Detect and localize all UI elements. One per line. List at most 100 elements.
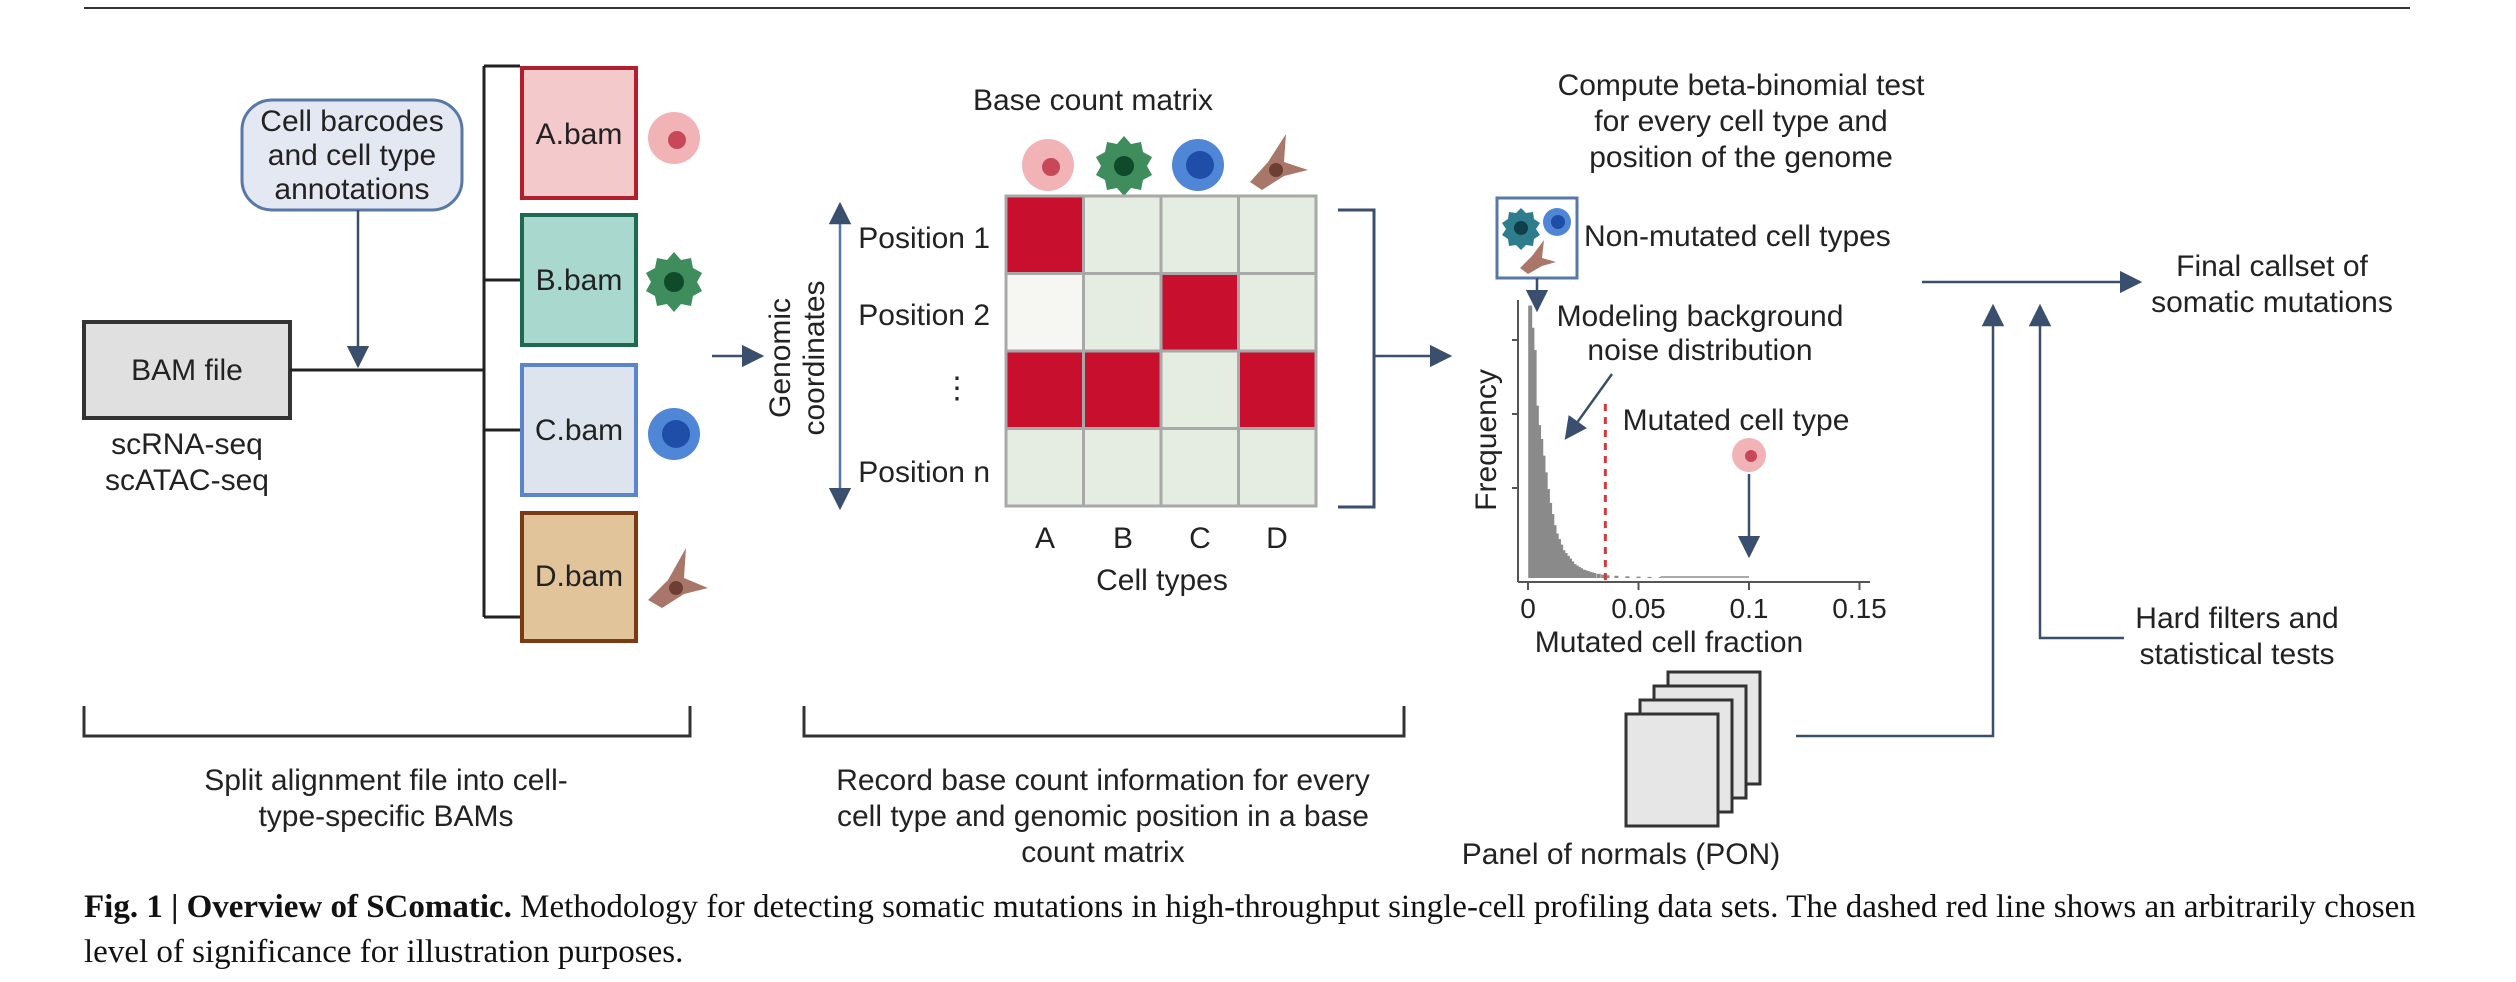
histogram-bar	[1570, 561, 1575, 578]
test-title-line3: position of the genome	[1589, 141, 1893, 174]
histogram-bar	[1579, 568, 1584, 578]
matrix-cell	[1082, 427, 1163, 508]
matrix-cell	[1159, 427, 1240, 508]
step2-caption-line2: cell type and genomic position in a base	[837, 800, 1369, 833]
histogram-bar	[1590, 572, 1595, 578]
histogram-bar	[1528, 305, 1533, 578]
caption-text: Methodology for detecting somatic mutati…	[84, 889, 2416, 970]
histogram-xtick: 0	[1520, 593, 1536, 624]
histogram-bar	[1581, 569, 1586, 578]
histogram-bar	[1563, 552, 1568, 578]
background-label-line2: noise distribution	[1587, 334, 1812, 367]
row-label-position-2: Position 2	[858, 299, 990, 332]
matrix-cell	[1159, 272, 1240, 353]
filters-label-line2: statistical tests	[2139, 638, 2334, 671]
green-cell-icon	[646, 252, 702, 312]
svg-text:Cell barcodes: Cell barcodes	[260, 105, 443, 138]
matrix-cell	[1237, 272, 1318, 353]
histogram-bar	[1539, 439, 1544, 578]
histogram-bar	[1625, 576, 1630, 578]
genomic-label-line1: Genomic	[764, 298, 797, 418]
histogram-bar	[1647, 576, 1652, 578]
svg-text:A: A	[1035, 522, 1055, 555]
step2-caption-line3: count matrix	[1021, 836, 1184, 869]
pink-cell-icon	[1022, 139, 1074, 191]
bam-box-b: B.bam	[520, 213, 702, 347]
step1-bracket	[82, 706, 692, 738]
matrix-cell	[1004, 194, 1085, 275]
row-label-dots: ⋮	[942, 372, 972, 405]
background-noise-histogram	[1528, 305, 1749, 578]
genomic-label-line2: coordinates	[798, 280, 831, 435]
svg-text:D: D	[1266, 522, 1288, 555]
histogram-bar	[1585, 571, 1590, 578]
histogram-bar	[1552, 525, 1557, 578]
svg-text:annotations: annotations	[274, 173, 429, 206]
non-mutated-cells-inset	[1495, 196, 1579, 280]
histogram-bar	[1541, 455, 1546, 578]
step1-caption-line1: Split alignment file into cell-	[204, 764, 568, 797]
svg-text:C: C	[1189, 522, 1211, 555]
histogram-bar	[1601, 574, 1606, 578]
svg-text:C.bam: C.bam	[535, 414, 623, 447]
histogram-ylabel: Frequency	[1470, 369, 1503, 511]
blue-cell-icon	[648, 408, 700, 460]
modality-scrna: scRNA-seq	[111, 428, 263, 461]
svg-text:B.bam: B.bam	[536, 264, 623, 297]
histogram-bar	[1583, 570, 1588, 578]
filters-label-line1: Hard filters and	[2135, 602, 2338, 635]
row-label-position-n: Position n	[858, 456, 990, 489]
matrix-cell	[1082, 349, 1163, 430]
histogram-bar	[1561, 550, 1566, 578]
row-label-position-1: Position 1	[858, 222, 990, 255]
histogram-bar	[1596, 573, 1601, 578]
mutated-cell-icon	[1732, 438, 1766, 472]
histogram-bar	[1592, 572, 1597, 578]
pink-cell-icon	[648, 112, 700, 164]
bam-box-c: C.bam	[520, 363, 700, 497]
histogram-bar	[1543, 472, 1548, 578]
histogram-bar	[1565, 555, 1570, 578]
caption-label: Fig. 1 | Overview of SComatic.	[84, 889, 512, 925]
filters-arrow	[2028, 303, 2124, 640]
matrix-cell	[1159, 194, 1240, 275]
matrix-cell	[1237, 194, 1318, 275]
matrix-cell	[1159, 349, 1240, 430]
histogram-bar	[1614, 575, 1619, 578]
histogram-bar	[1559, 544, 1564, 578]
matrix-title: Base count matrix	[973, 84, 1213, 117]
histogram-bar	[1530, 327, 1535, 578]
blue-cell-icon	[1172, 139, 1224, 191]
test-title-line1: Compute beta-binomial test	[1558, 69, 1926, 102]
histogram-bar	[1556, 539, 1561, 578]
output-label-line1: Final callset of	[2176, 250, 2368, 283]
pon-stack-icon	[1624, 670, 1762, 828]
histogram-axes	[1512, 300, 1870, 583]
matrix-cell-icons	[1022, 134, 1308, 196]
svg-text:B: B	[1113, 522, 1133, 555]
histogram-xtick: 0.1	[1730, 593, 1769, 624]
histogram-bar	[1587, 571, 1592, 578]
histogram-bar	[1572, 564, 1577, 578]
histogram-bar	[1574, 565, 1579, 578]
bam-file-label: BAM file	[131, 354, 243, 387]
brown-cell-icon	[648, 548, 708, 608]
background-arrow	[1564, 373, 1614, 440]
histogram-bar	[1532, 350, 1537, 578]
histogram-xlabel: Mutated cell fraction	[1535, 626, 1803, 659]
histogram-bar	[1550, 514, 1555, 578]
histogram-bar	[1545, 489, 1550, 578]
matrix-cell	[1004, 349, 1085, 430]
step1-caption-line2: type-specific BAMs	[258, 800, 513, 833]
matrix-cell	[1082, 272, 1163, 353]
base-count-matrix	[1004, 194, 1318, 508]
matrix-cell	[1237, 349, 1318, 430]
bam-file-box: BAM file	[82, 320, 292, 420]
histogram-bar	[1534, 405, 1539, 578]
svg-text:and cell type: and cell type	[268, 139, 436, 172]
figure-caption: Fig. 1 | Overview of SComatic. Methodolo…	[84, 885, 2464, 975]
modality-scatac: scATAC-seq	[105, 464, 269, 497]
matrix-cell	[1004, 427, 1085, 508]
